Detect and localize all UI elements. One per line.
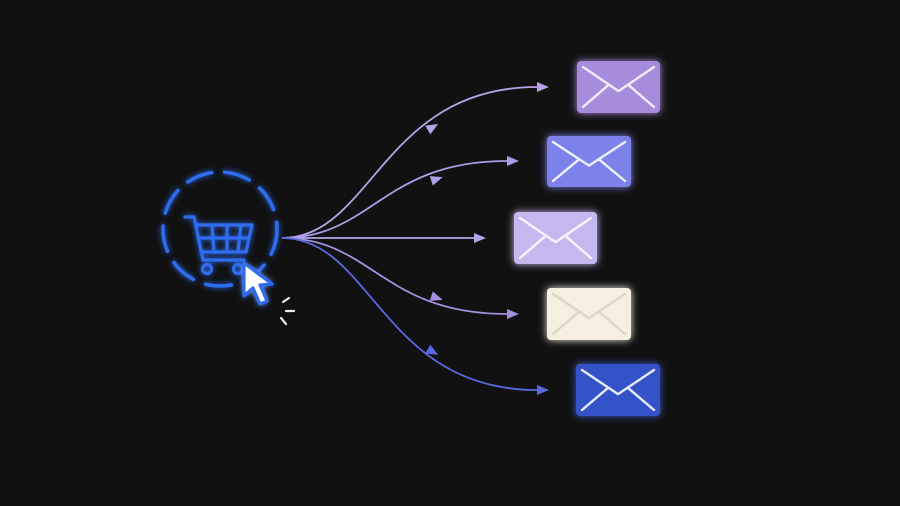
envelope-icon <box>547 288 631 340</box>
connector-group <box>281 82 549 395</box>
dashed-trigger-ring <box>161 170 279 288</box>
pointer-cursor-icon <box>242 261 274 306</box>
connector-arrow <box>281 160 508 239</box>
envelope-flap-lines <box>581 65 656 109</box>
envelope-flap-lines <box>518 216 593 260</box>
connector-arrow <box>281 237 508 315</box>
arrowhead <box>537 82 549 92</box>
connector-arrow <box>281 86 538 239</box>
envelope-body <box>547 288 631 340</box>
envelope-body <box>547 136 631 187</box>
trigger-node <box>161 170 279 288</box>
envelope-icon <box>547 136 631 187</box>
arrowhead <box>425 124 439 135</box>
arrowhead <box>425 344 439 355</box>
arrowhead <box>507 309 519 319</box>
envelope-icon <box>576 364 660 416</box>
shopping-cart-icon <box>183 215 254 276</box>
envelope-flap-lines <box>551 292 627 336</box>
envelope-flap-lines <box>580 368 656 412</box>
click-spark-icon <box>279 296 296 326</box>
envelope-icon <box>514 212 597 264</box>
arrowhead <box>507 156 519 166</box>
envelope-icon <box>577 61 660 113</box>
envelope-flap-lines <box>551 140 627 183</box>
envelope-body <box>577 61 660 113</box>
arrowhead <box>474 233 486 243</box>
envelope-body <box>576 364 660 416</box>
arrowhead <box>429 291 443 301</box>
connector-arrow <box>281 237 538 391</box>
arrowhead <box>429 176 443 186</box>
arrowhead <box>537 385 549 395</box>
envelope-body <box>514 212 597 264</box>
envelope-group <box>514 61 660 416</box>
